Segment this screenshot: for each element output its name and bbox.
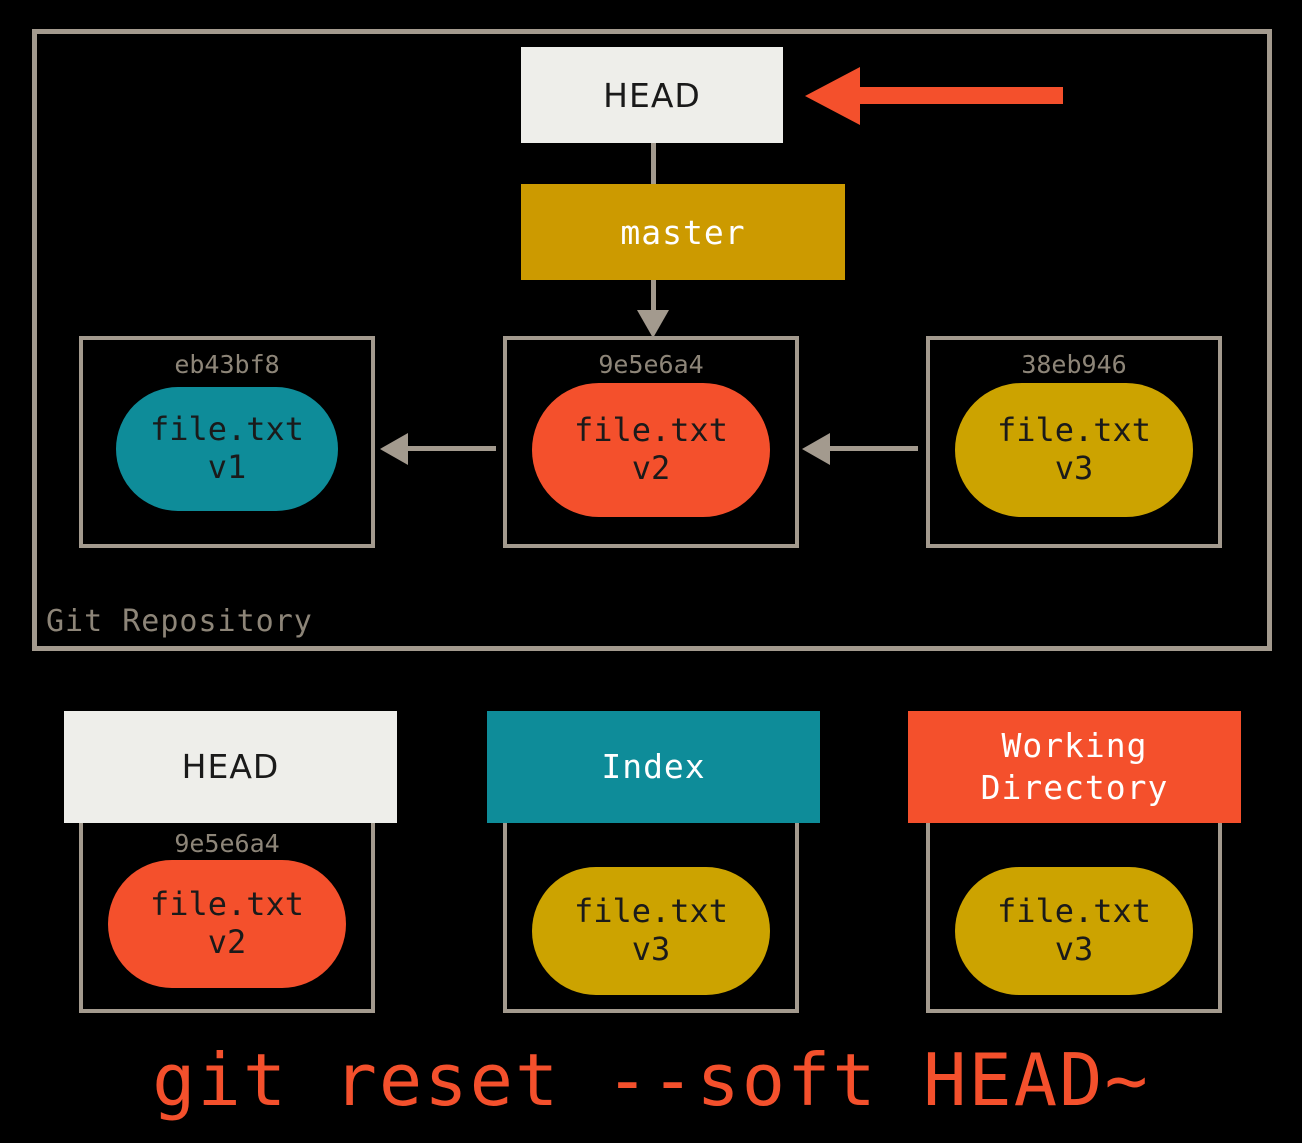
head-tree-hash: 9e5e6a4 xyxy=(174,829,280,858)
index-tree-header: Index xyxy=(487,711,820,823)
head-tree-header: HEAD xyxy=(64,711,397,823)
head-tree-body: 9e5e6a4 file.txt v2 xyxy=(79,823,375,1013)
reset-arrow-shaft xyxy=(842,87,1063,104)
head-pointer-label: HEAD xyxy=(603,75,701,115)
working-directory-body: file.txt v3 xyxy=(926,823,1222,1013)
head-pointer-box: HEAD xyxy=(521,47,783,143)
head-tree-title: HEAD xyxy=(181,747,280,787)
master-to-commit-connector xyxy=(651,280,656,310)
blob-filename: file.txt xyxy=(149,885,305,924)
commit-hash: 38eb946 xyxy=(1021,350,1127,379)
master-branch-label: master xyxy=(620,212,746,252)
blob-version: v2 xyxy=(631,449,671,487)
blob-node: file.txt v3 xyxy=(955,867,1193,995)
working-directory-title-line1: Working xyxy=(1001,726,1148,766)
blob-node: file.txt v2 xyxy=(532,383,770,517)
git-repository-frame xyxy=(32,29,1272,651)
blob-filename: file.txt xyxy=(149,410,305,449)
blob-version: v3 xyxy=(1054,449,1094,487)
working-directory-title-line2: Directory xyxy=(980,768,1169,807)
blob-version: v1 xyxy=(207,448,247,486)
head-to-master-connector xyxy=(651,143,656,184)
blob-node: file.txt v3 xyxy=(955,383,1193,517)
down-arrow-icon xyxy=(637,310,669,338)
commit-hash: 9e5e6a4 xyxy=(598,350,704,379)
blob-version: v3 xyxy=(631,930,671,968)
commit-node: 38eb946 file.txt v3 xyxy=(926,336,1222,548)
commit-node: 9e5e6a4 file.txt v2 xyxy=(503,336,799,548)
blob-filename: file.txt xyxy=(573,411,729,450)
left-arrow-icon xyxy=(805,67,860,125)
blob-version: v3 xyxy=(1054,930,1094,968)
blob-filename: file.txt xyxy=(996,411,1152,450)
commit-hash: eb43bf8 xyxy=(174,350,280,379)
git-repository-label: Git Repository xyxy=(46,604,313,639)
blob-version: v2 xyxy=(207,923,247,961)
commit-node: eb43bf8 file.txt v1 xyxy=(79,336,375,548)
blob-node: file.txt v2 xyxy=(108,860,346,988)
left-arrow-icon xyxy=(380,433,408,465)
commit2-to-commit1-line xyxy=(408,446,496,451)
working-directory-header: Working Directory xyxy=(908,711,1241,823)
commit3-to-commit2-line xyxy=(830,446,918,451)
index-tree-body: file.txt v3 xyxy=(503,823,799,1013)
command-caption: git reset --soft HEAD~ xyxy=(152,1038,1150,1122)
blob-node: file.txt v3 xyxy=(532,867,770,995)
index-tree-title: Index xyxy=(601,747,706,787)
blob-filename: file.txt xyxy=(996,892,1152,931)
master-branch-box: master xyxy=(521,184,845,280)
left-arrow-icon xyxy=(802,433,830,465)
blob-node: file.txt v1 xyxy=(116,387,338,511)
blob-filename: file.txt xyxy=(573,892,729,931)
